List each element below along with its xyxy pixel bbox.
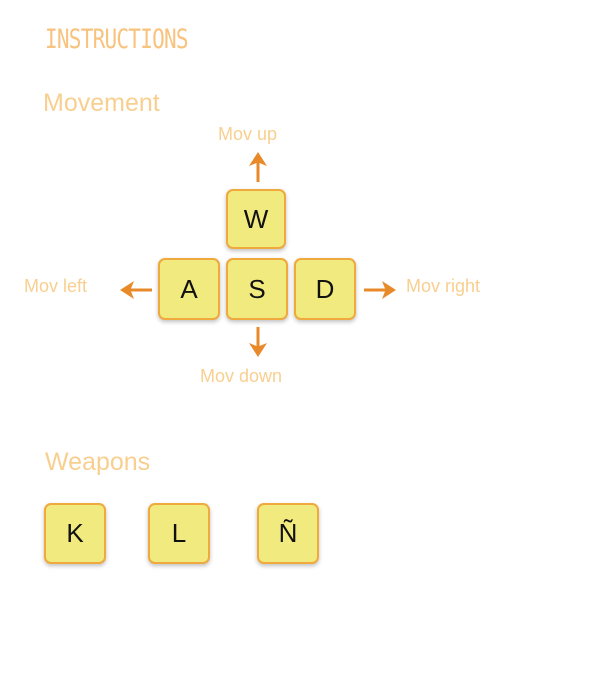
arrow-left-icon	[120, 281, 152, 299]
key-a[interactable]: A	[158, 258, 220, 320]
key-w[interactable]: W	[226, 189, 286, 249]
mov-left-label: Mov left	[24, 276, 88, 296]
key-d[interactable]: D	[294, 258, 356, 320]
mov-right-label: Mov right	[406, 276, 481, 296]
key-n-tilde[interactable]: Ñ	[257, 503, 319, 564]
arrow-right-icon	[364, 281, 396, 299]
mov-up-label: Mov up	[218, 124, 278, 144]
arrow-down-icon	[249, 327, 267, 357]
mov-down-label: Mov down	[200, 366, 283, 386]
weapons-heading: Weapons	[45, 448, 151, 476]
key-s[interactable]: S	[226, 258, 288, 320]
instructions-title: INSTRUCTIONS	[45, 24, 189, 55]
arrow-up-icon	[249, 152, 267, 182]
movement-heading: Movement	[43, 89, 160, 117]
key-k[interactable]: K	[44, 503, 106, 564]
key-l[interactable]: L	[148, 503, 210, 564]
